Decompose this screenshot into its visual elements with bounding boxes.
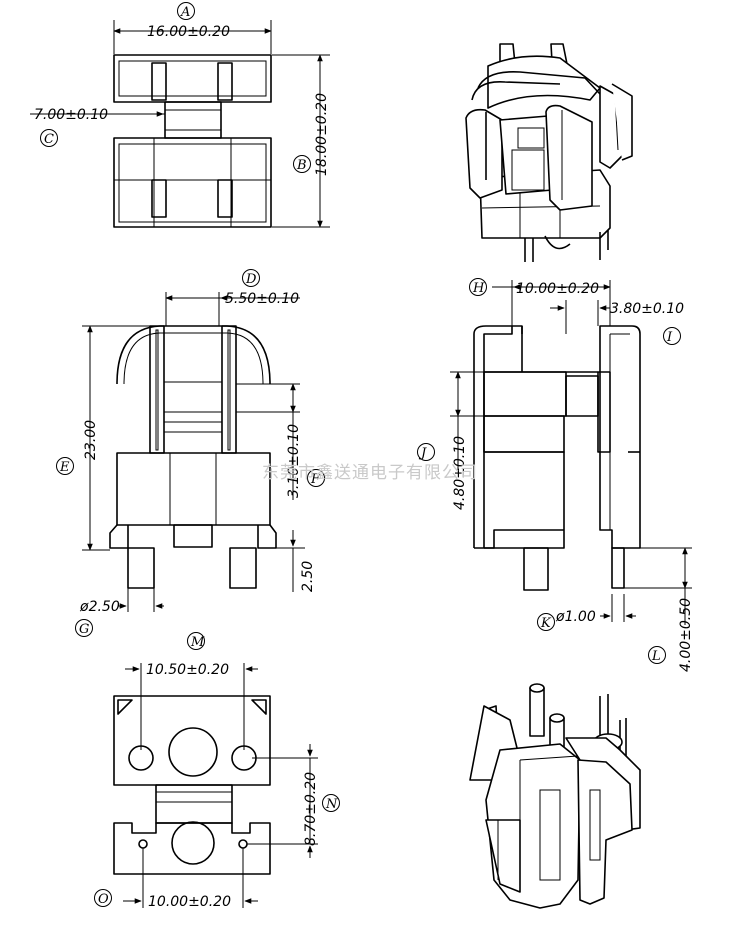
dim-h-text: 10.00±0.20 xyxy=(516,281,599,297)
dim-m-text: 10.50±0.20 xyxy=(146,662,229,678)
dim-d-text: 5.50±0.10 xyxy=(225,291,299,307)
label-o: O xyxy=(98,892,109,907)
label-a: A xyxy=(180,5,190,20)
label-f: F xyxy=(310,472,321,487)
dim-b-text: 18.00±0.20 xyxy=(314,93,330,176)
dim-a-text: 16.00±0.20 xyxy=(147,24,230,40)
isometric-view-top xyxy=(465,43,633,262)
dim-f2-text: 2.50 xyxy=(300,561,316,592)
label-b: B xyxy=(296,158,307,173)
side-view: 10.00±0.20 H 3.80±0.10 I 4.80±0.10 J ø1.… xyxy=(417,278,694,672)
label-h: H xyxy=(472,281,485,296)
label-k: K xyxy=(540,616,552,631)
label-n: N xyxy=(325,797,338,812)
dim-e-text: 23.00 xyxy=(83,420,99,460)
dim-c-text: 7.00±0.10 xyxy=(34,107,108,123)
label-m: M xyxy=(190,635,205,650)
label-e: E xyxy=(59,460,70,475)
top-view: 16.00±0.20 A 18.00±0.20 B 7.00±0.10 C xyxy=(30,2,330,228)
dim-l-text: 4.00±0.50 xyxy=(678,598,694,672)
dim-k-text: ø1.00 xyxy=(555,609,596,625)
label-i: I xyxy=(666,330,673,345)
bottom-view: 10.50±0.20 M 8.70±0.20 N 10.00±0.20 O xyxy=(94,632,340,910)
watermark-text: 东莞市鑫送通电子有限公司 xyxy=(262,463,478,483)
label-g: G xyxy=(79,622,89,637)
label-j: J xyxy=(418,446,427,461)
dim-f-text: 3.10±0.10 xyxy=(286,424,302,498)
dim-j-text: 4.80±0.10 xyxy=(452,436,468,510)
label-l: L xyxy=(651,649,661,664)
dim-n-text: 8.70±0.20 xyxy=(303,772,319,846)
dim-g-text: ø2.50 xyxy=(79,599,120,615)
label-c: C xyxy=(44,132,54,147)
isometric-view-bottom xyxy=(469,683,641,909)
dim-i-text: 3.80±0.10 xyxy=(610,301,684,317)
dim-o-text: 10.00±0.20 xyxy=(148,894,231,910)
label-d: D xyxy=(245,272,257,287)
front-view: 5.50±0.10 D 23.00 E 3.10±0.10 F 2.50 ø2.… xyxy=(56,269,325,637)
